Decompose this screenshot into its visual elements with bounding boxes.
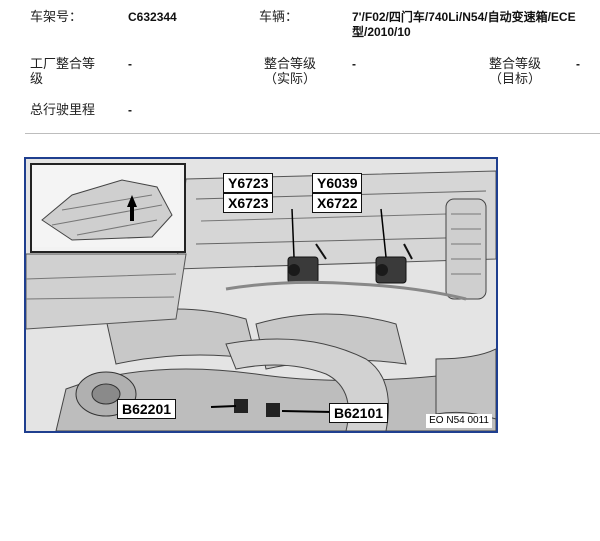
target-grade-value: -: [576, 57, 580, 71]
mileage-value: -: [128, 103, 132, 117]
mileage-label: 总行驶里程: [30, 103, 96, 118]
actual-grade-value: -: [352, 57, 356, 71]
actual-grade-label-line2: （实际）: [263, 72, 316, 87]
figure-reference: EO N54 0011: [426, 414, 492, 428]
vehicle-value-line1: 7'/F02/四门车/740Li/N54/自动变速箱/ECE: [352, 10, 576, 24]
vehicle-value-line2: 型/2010/10: [352, 25, 411, 39]
callout-x6722: X6722: [312, 193, 363, 213]
header-divider: [25, 133, 600, 134]
frame-number-value: C632344: [128, 10, 177, 24]
callout-y6723: Y6723: [223, 173, 274, 193]
callout-b62201: B62201: [117, 399, 177, 419]
factory-grade-value: -: [128, 57, 132, 71]
factory-grade-label-line1: 工厂整合等: [30, 57, 96, 72]
callout-x6723: X6723: [223, 193, 274, 213]
engine-location-inset: [30, 163, 186, 253]
callout-b62101: B62101: [329, 403, 389, 423]
target-grade-label-line2: （目标）: [488, 72, 541, 87]
engine-illustration: Y6723 X6723 Y6039 X6722 B62201 B62101 EO…: [24, 157, 498, 433]
target-grade-label-line1: 整合等级: [488, 57, 541, 72]
vehicle-label: 车辆：: [259, 10, 299, 25]
up-arrow-icon: [127, 195, 137, 207]
actual-grade-label-line1: 整合等级: [263, 57, 316, 72]
frame-number-label: 车架号：: [30, 10, 83, 25]
callout-y6039: Y6039: [312, 173, 363, 193]
factory-grade-label-line2: 级: [30, 72, 44, 87]
engine-overview-drawing: [32, 165, 180, 247]
